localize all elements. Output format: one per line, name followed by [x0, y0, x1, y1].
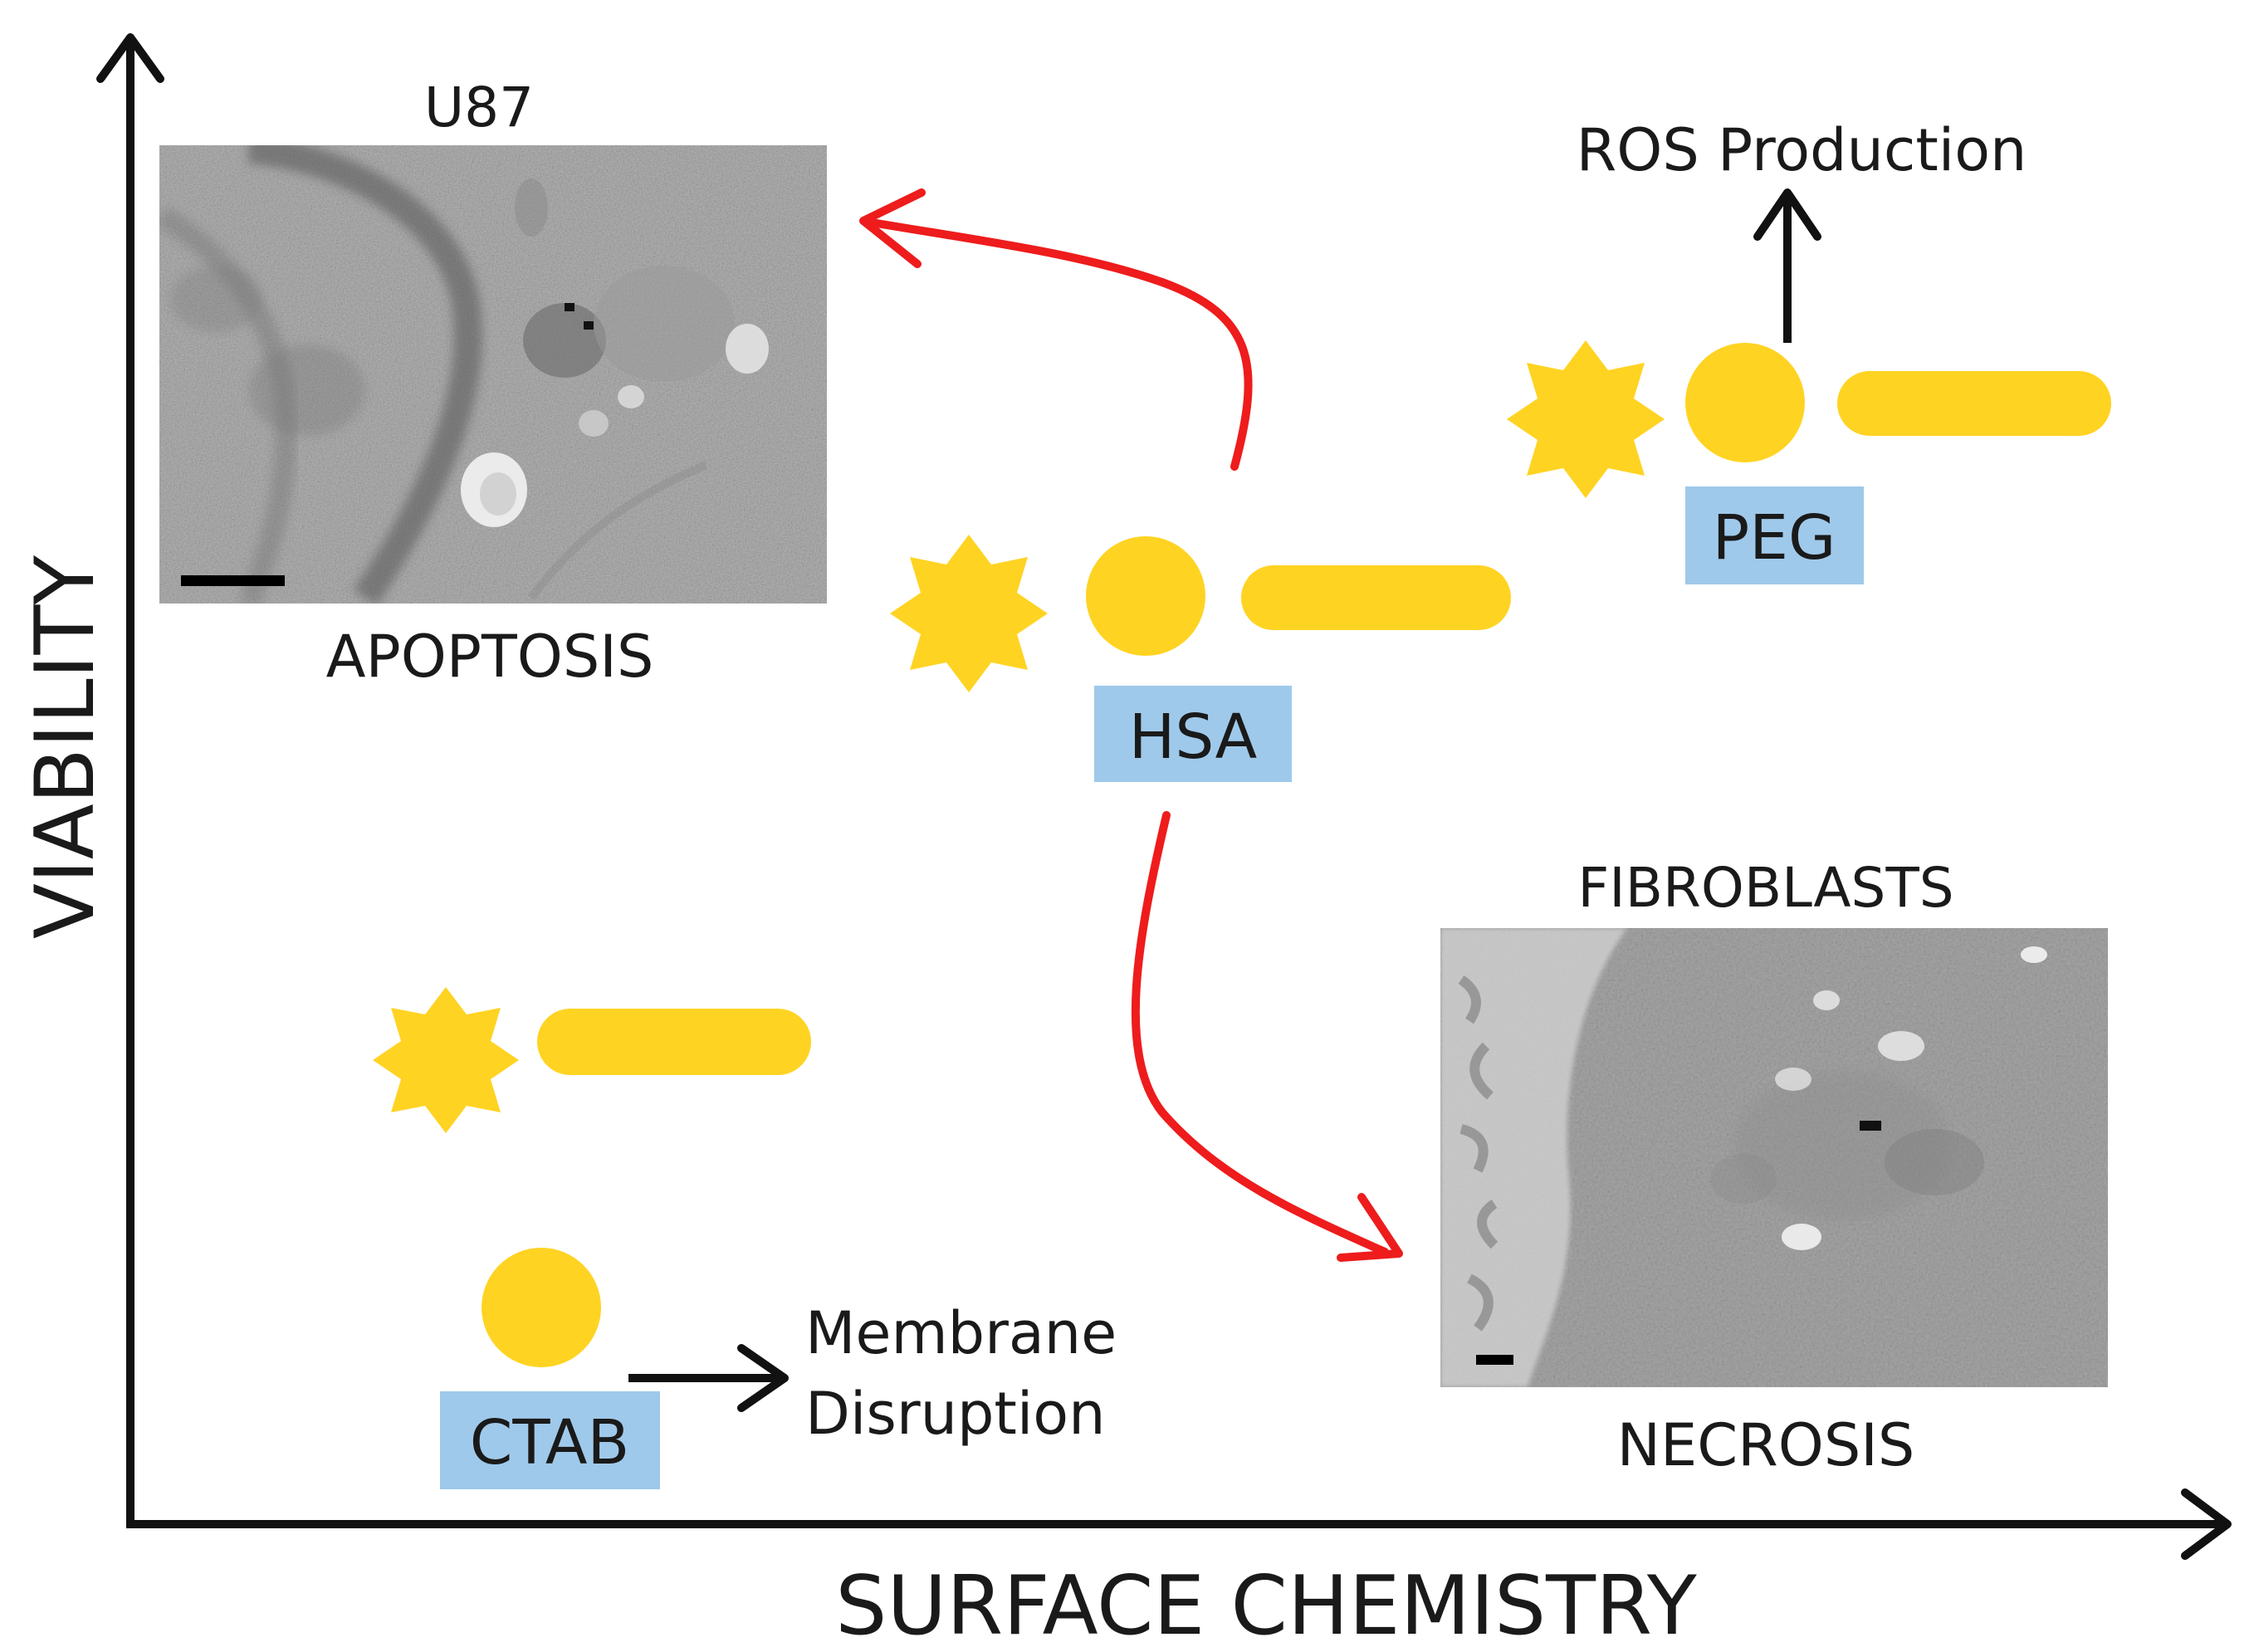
hsa-badge: HSA: [1094, 686, 1292, 782]
hsa-label: HSA: [1129, 701, 1258, 773]
hsa-nanosphere-icon: [1086, 536, 1205, 656]
apoptosis-micrograph: [159, 145, 827, 604]
axes: [96, 33, 2232, 1560]
peg-label: PEG: [1713, 502, 1836, 574]
necrosis-caption: NECROSIS: [1617, 1411, 1915, 1479]
peg-nanorod-icon: [1837, 371, 2111, 436]
necrosis-micrograph: [1440, 928, 2108, 1387]
membrane-disruption-line1: Membrane: [805, 1299, 1117, 1367]
x-axis-label: SURFACE CHEMISTRY: [835, 1559, 1698, 1652]
uncoated-nanostar-icon: [373, 987, 519, 1133]
ctab-badge: CTAB: [440, 1391, 660, 1489]
ctab-label: CTAB: [470, 1407, 630, 1478]
peg-nanosphere-icon: [1685, 343, 1805, 462]
membrane-disruption-line2: Disruption: [805, 1380, 1105, 1448]
hsa-nanorod-icon: [1241, 565, 1511, 630]
necrosis-scale-bar: [1476, 1355, 1513, 1365]
y-axis-arrowhead: [96, 33, 164, 83]
red-arrowhead-apoptosis: [859, 188, 926, 268]
uncoated-particles: [373, 987, 811, 1133]
peg-nanostar-icon: [1507, 340, 1665, 498]
apoptosis-caption: APOPTOSIS: [326, 623, 654, 691]
u87-title: U87: [424, 76, 534, 139]
peg-particles: [1507, 340, 2111, 498]
fibroblasts-title: FIBROBLASTS: [1577, 856, 1953, 920]
hsa-particles: [890, 535, 1511, 692]
y-axis-label: VIABILITY: [18, 555, 113, 939]
hsa-nanostar-icon: [890, 535, 1048, 692]
ctab-nanosphere-icon: [482, 1248, 601, 1367]
apoptosis-scale-bar: [181, 575, 285, 586]
red-arrowhead-necrosis: [1337, 1193, 1403, 1262]
red-arrow-to-necrosis: [1131, 811, 1389, 1256]
uncoated-nanorod-icon: [537, 1009, 811, 1075]
membrane-arrowhead: [737, 1344, 789, 1412]
peg-badge: PEG: [1685, 486, 1864, 584]
ros-production-label: ROS Production: [1577, 116, 2027, 184]
red-arrow-to-apoptosis: [868, 218, 1253, 471]
ros-arrowhead: [1753, 188, 1821, 241]
x-axis-arrowhead: [2181, 1488, 2232, 1560]
